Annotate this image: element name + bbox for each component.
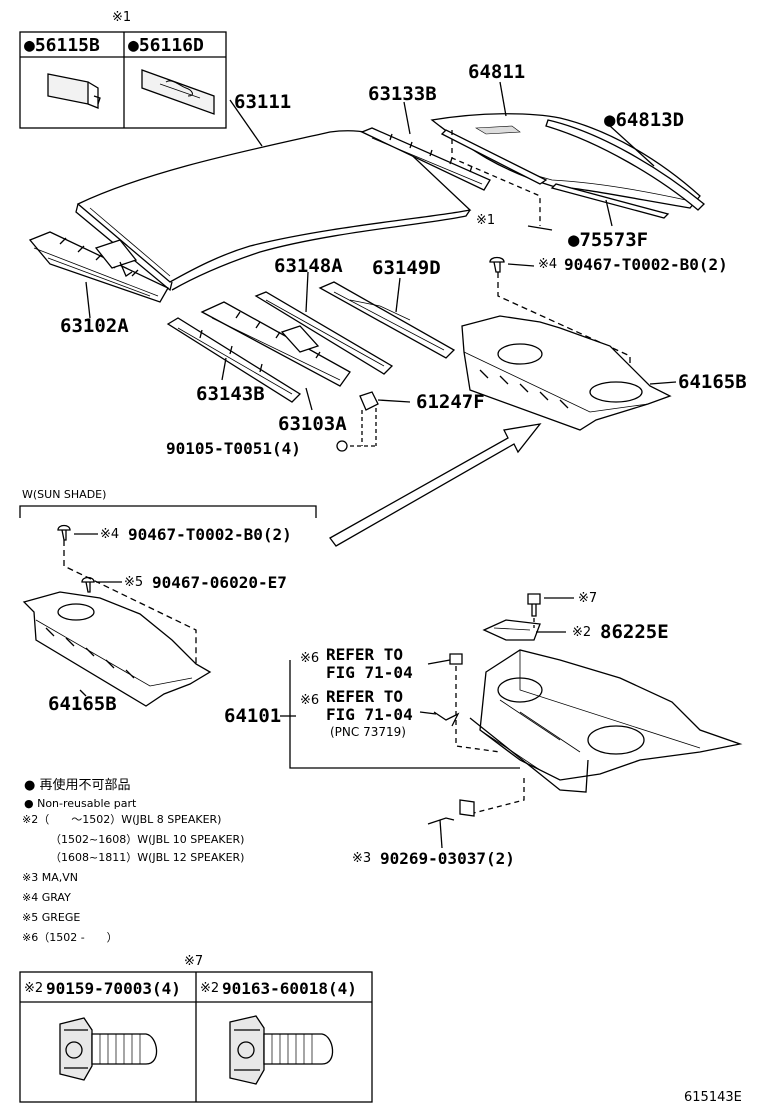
top-box-mark: ※1 xyxy=(112,10,132,25)
part-90467-sunshade[interactable]: 90467-T0002-B0(2) xyxy=(128,525,292,544)
roof-panel-drawing xyxy=(75,99,472,292)
part-64811[interactable]: 64811 xyxy=(468,61,526,83)
part-63103a[interactable]: 63103A xyxy=(278,413,347,435)
part-64165b-top[interactable]: 64165B xyxy=(678,371,747,393)
part-90467-top[interactable]: 90467-T0002-B0(2) xyxy=(564,255,728,274)
ref-mark-1: ※1 xyxy=(476,213,496,228)
part-90269[interactable]: 90269-03037(2) xyxy=(380,849,515,868)
clip-top-drawing xyxy=(489,256,631,376)
shelf-trim-top-drawing xyxy=(461,315,677,431)
legend-line-3: ※2（ ～1502）W(JBL 8 SPEAKER) xyxy=(22,813,222,826)
legend-line-9: ※6（1502 - ） xyxy=(22,931,118,944)
part-90467-06020[interactable]: 90467-06020-E7 xyxy=(152,573,287,592)
part-56115b[interactable]: ●56115B xyxy=(24,35,100,56)
legend-line-1: ● 再使用不可部品 xyxy=(24,778,131,793)
refer2-line2[interactable]: FIG 71-04 xyxy=(326,705,413,724)
refer1-line1[interactable]: REFER TO xyxy=(326,645,404,664)
part-61247f[interactable]: 61247F xyxy=(416,391,485,413)
bottom-box-frame xyxy=(19,971,373,1103)
part-63102a[interactable]: 63102A xyxy=(60,315,129,337)
front-header-drawing xyxy=(28,231,169,319)
sunshade-bracket xyxy=(19,505,317,518)
rear-header-drawing xyxy=(200,301,351,411)
sunshade-clip-a-mark: ※4 xyxy=(100,527,120,542)
legend-line-8: ※5 GREGE xyxy=(22,911,81,924)
part-86225e[interactable]: 86225E xyxy=(600,621,669,643)
speaker-cover-mark: ※2 xyxy=(572,625,592,640)
part-64101[interactable]: 64101 xyxy=(224,705,282,727)
legend-line-7: ※4 GRAY xyxy=(22,891,71,904)
refer2-line3: (PNC 73719) xyxy=(330,725,406,739)
clip-mark-4: ※4 xyxy=(538,257,558,272)
legend-line-6: ※3 MA,VN xyxy=(22,871,78,884)
part-63149d[interactable]: 63149D xyxy=(372,257,441,279)
sunshade-title: W(SUN SHADE) xyxy=(22,488,107,501)
refer1-mark: ※6 xyxy=(300,651,320,666)
part-90159[interactable]: 90159-70003(4) xyxy=(46,979,181,998)
part-64165b-sunshade[interactable]: 64165B xyxy=(48,693,117,715)
rail-63133b-drawing xyxy=(360,101,491,191)
top-box-frame xyxy=(19,31,227,129)
clip-90269-mark: ※3 xyxy=(352,851,372,866)
sunshade-clip-b-mark: ※5 xyxy=(124,575,144,590)
part-63133b[interactable]: 63133B xyxy=(368,83,437,105)
part-75573f[interactable]: ●75573F xyxy=(568,229,649,251)
part-64813d[interactable]: ●64813D xyxy=(604,109,685,131)
bottom-left-mark: ※2 xyxy=(24,981,44,996)
part-63111[interactable]: 63111 xyxy=(234,91,292,113)
part-56116d[interactable]: ●56116D xyxy=(128,35,204,56)
bottom-box-mark: ※7 xyxy=(184,954,204,969)
figure-id: 615143E xyxy=(684,1090,742,1105)
reinf-63148a-drawing xyxy=(254,271,394,375)
part-63143b[interactable]: 63143B xyxy=(196,383,265,405)
bolt-mark-7: ※7 xyxy=(578,591,598,606)
part-63148a[interactable]: 63148A xyxy=(274,255,343,277)
legend-line-2: ● Non-reusable part xyxy=(24,797,137,810)
refer2-line1[interactable]: REFER TO xyxy=(326,687,404,706)
refer1-line2[interactable]: FIG 71-04 xyxy=(326,663,413,682)
rear-panel-drawing xyxy=(280,593,743,849)
bow-63143b-drawing xyxy=(166,317,302,403)
bottom-right-mark: ※2 xyxy=(200,981,220,996)
part-90105[interactable]: 90105-T0051(4) xyxy=(166,439,301,458)
reinf-63149d-drawing xyxy=(318,277,456,359)
legend-line-5: （1608~1811）W(JBL 12 SPEAKER) xyxy=(50,851,245,864)
bracket-drawing xyxy=(336,391,411,452)
sunshade-trim-drawing xyxy=(22,524,212,707)
refer2-mark: ※6 xyxy=(300,693,320,708)
legend-line-4: （1502~1608）W(JBL 10 SPEAKER) xyxy=(50,833,245,846)
part-90163[interactable]: 90163-60018(4) xyxy=(222,979,357,998)
back-window-drawing xyxy=(430,81,705,231)
section-arrow xyxy=(329,423,542,547)
